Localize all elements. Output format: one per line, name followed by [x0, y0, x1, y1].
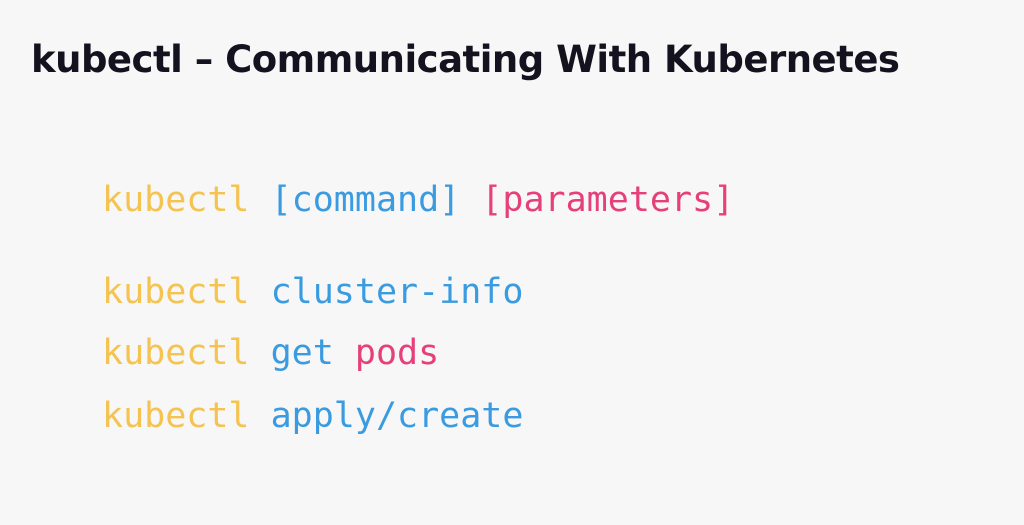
- command-cluster-info: cluster-info: [270, 272, 524, 312]
- slide-title: kubectl – Communicating With Kubernetes: [31, 38, 900, 81]
- example-line-get-pods: kubectl get pods: [102, 331, 439, 375]
- syntax-line: kubectl [command] [parameters]: [102, 178, 734, 222]
- command-get: get: [270, 333, 334, 373]
- example-line-cluster-info: kubectl cluster-info: [102, 270, 523, 314]
- parameters-placeholder: [parameters]: [481, 180, 735, 220]
- command-placeholder: [command]: [270, 180, 461, 220]
- kubectl-keyword: kubectl: [102, 333, 250, 373]
- kubectl-keyword: kubectl: [102, 272, 250, 312]
- kubectl-keyword: kubectl: [102, 180, 250, 220]
- command-apply-create: apply/create: [270, 396, 524, 436]
- example-line-apply-create: kubectl apply/create: [102, 394, 523, 438]
- kubectl-keyword: kubectl: [102, 396, 250, 436]
- parameter-pods: pods: [354, 333, 440, 373]
